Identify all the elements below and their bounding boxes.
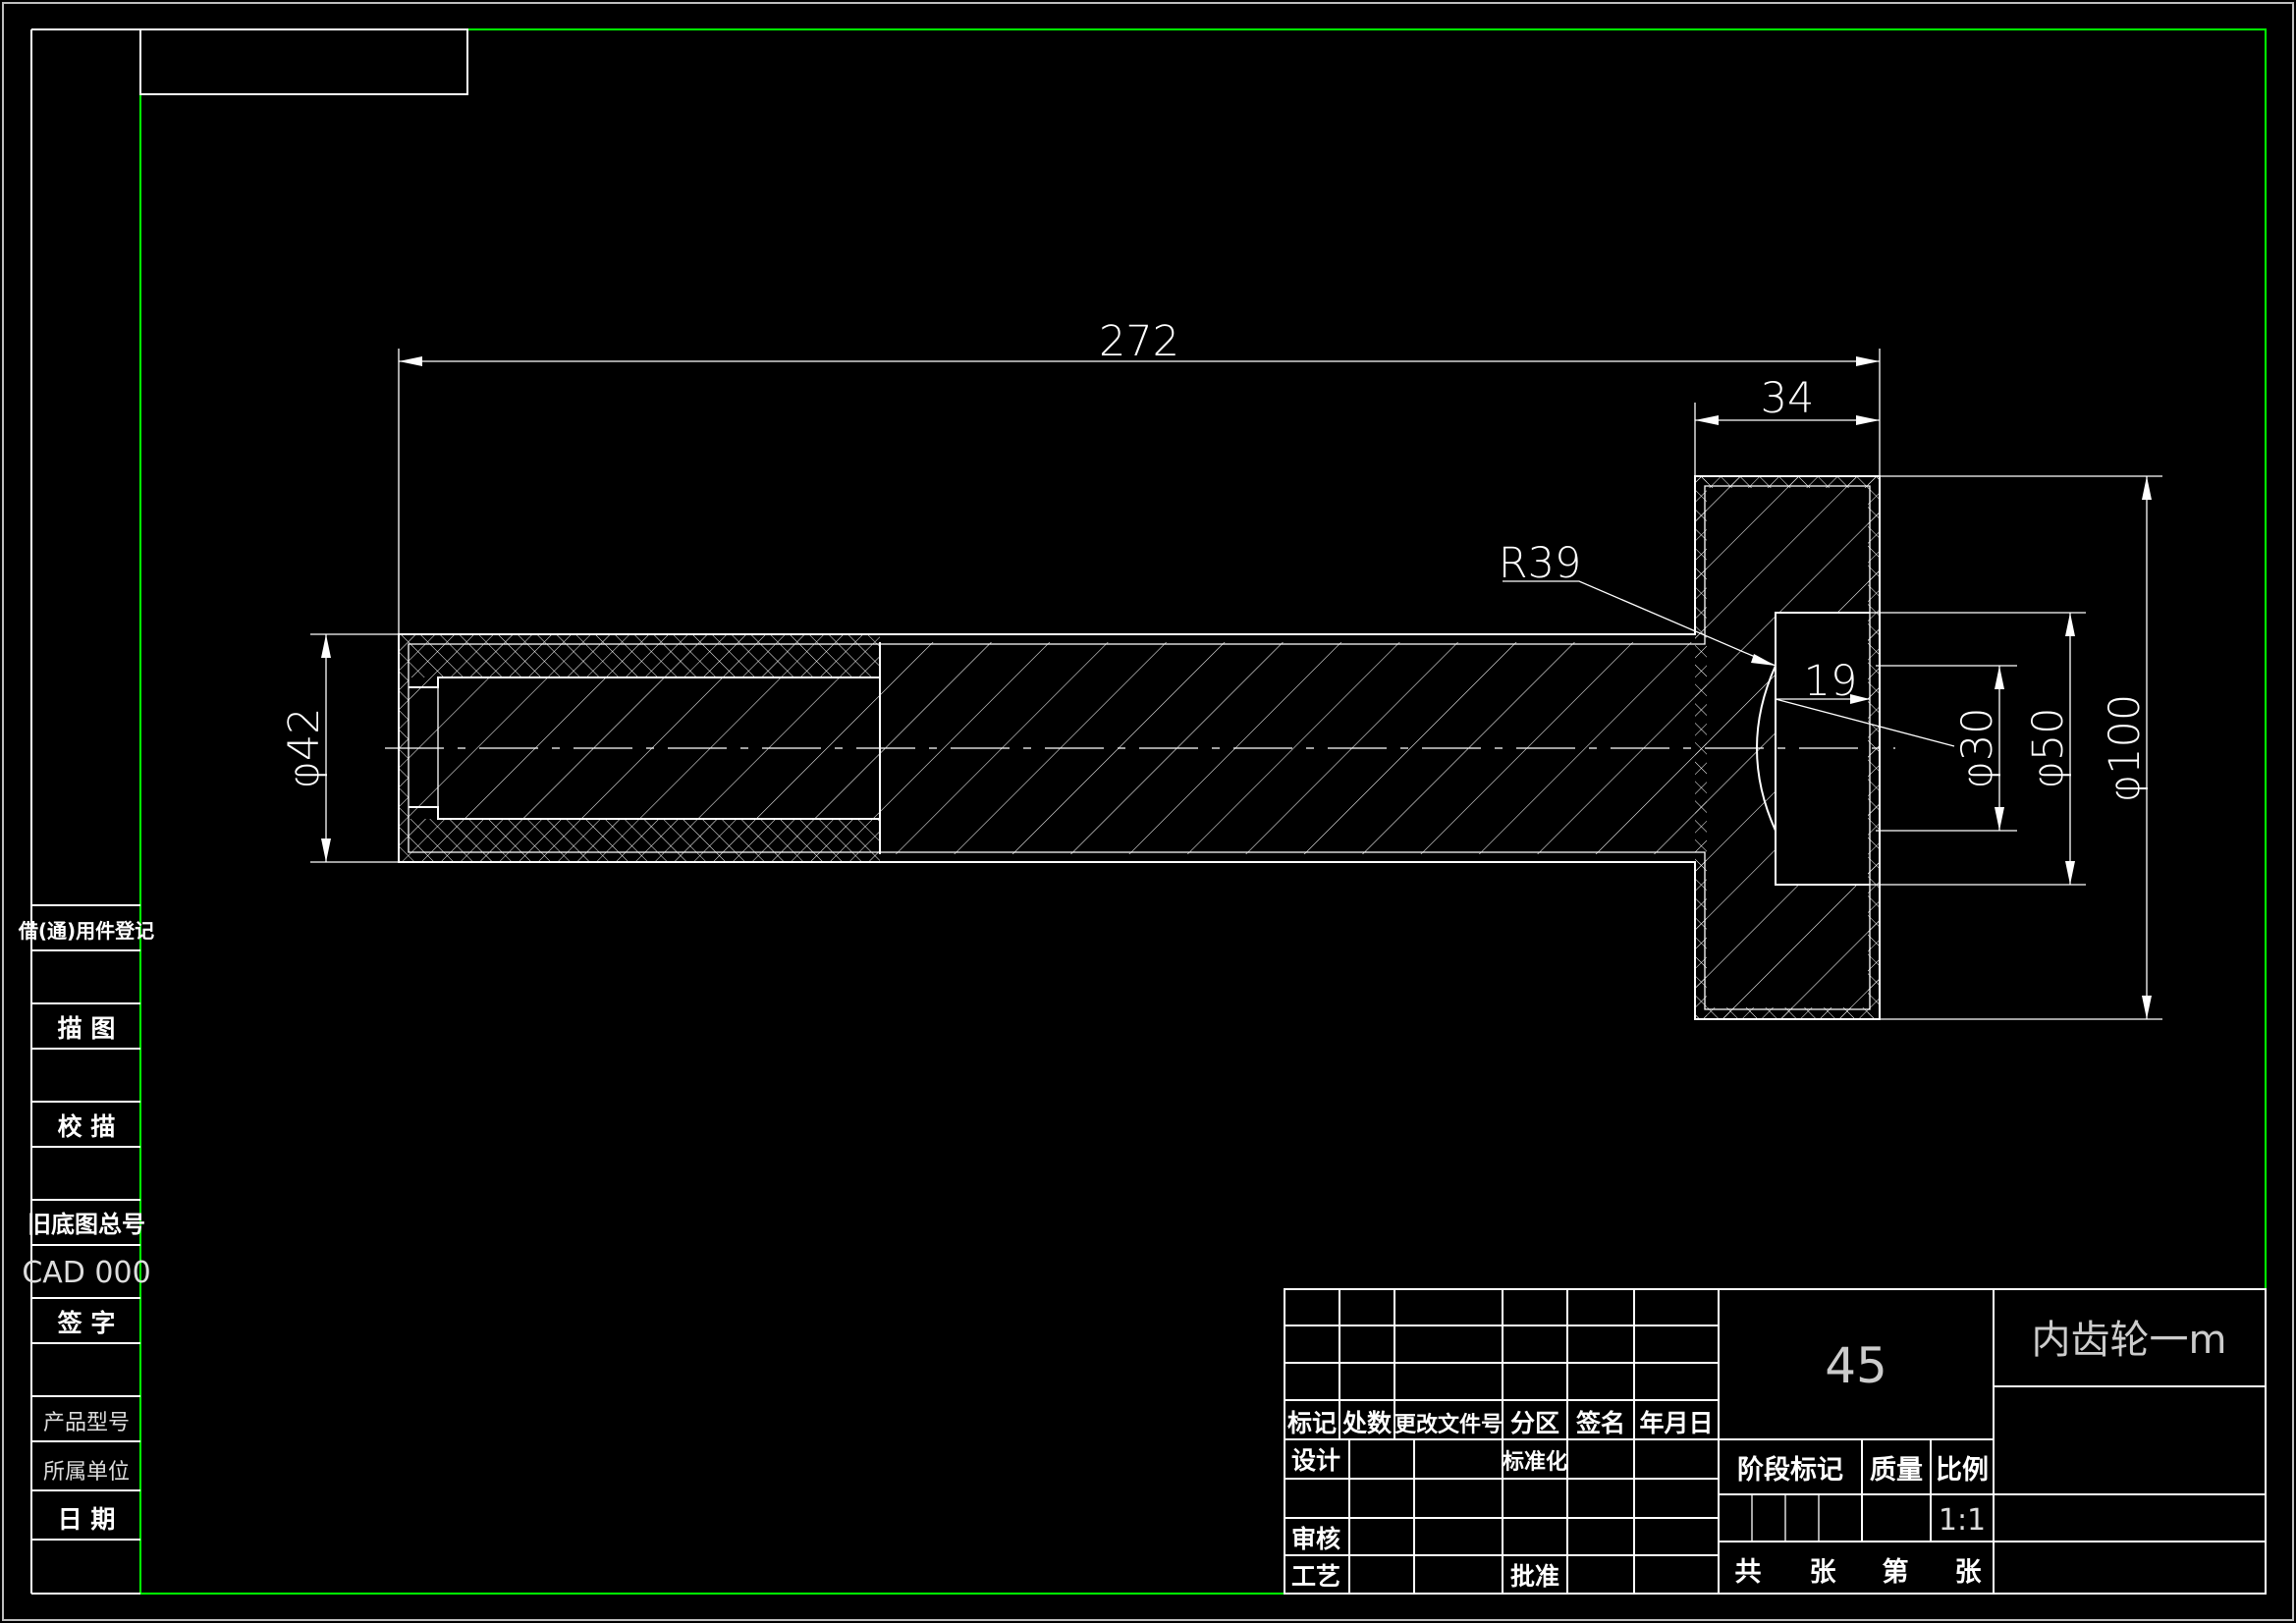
left-strip: 借(通)用件登记 描 图 校 描 旧底图总号 CAD 000 签 字 产品型号 … — [18, 28, 154, 1595]
tb-design-label: 设计 — [1291, 1446, 1340, 1475]
tb-approve-label: 批准 — [1510, 1562, 1559, 1591]
tb-sheet-unit-2: 张 — [1955, 1557, 1983, 1588]
dimensions: 272 34 R39 19 φ42 φ30 — [280, 317, 2162, 1020]
dim-shaft-dia: φ42 — [280, 707, 329, 788]
strip-label-cad: CAD 000 — [22, 1256, 150, 1290]
dim-flange-dia: φ100 — [2101, 694, 2150, 802]
tb-sheet-no: 第 — [1883, 1556, 1909, 1588]
tb-stage-mark: 阶段标记 — [1737, 1455, 1843, 1486]
strip-label-signature: 签 字 — [57, 1309, 116, 1337]
strip-label-unit: 所属单位 — [43, 1460, 130, 1485]
tb-col-sign: 签名 — [1575, 1409, 1625, 1437]
tb-scale-value: 1:1 — [1939, 1503, 1986, 1538]
tb-weight-label: 质量 — [1870, 1455, 1923, 1486]
tb-material: 45 — [1825, 1337, 1887, 1394]
corner-code-box — [139, 28, 468, 95]
drawing-frame — [139, 28, 2267, 1595]
strip-label-borrow: 借(通)用件登记 — [18, 919, 154, 943]
tb-standardize-label: 标准化 — [1503, 1449, 1567, 1475]
strip-label-old-number: 旧底图总号 — [27, 1211, 145, 1238]
strip-label-date: 日 期 — [58, 1505, 116, 1534]
tb-sheets-total: 共 — [1735, 1557, 1762, 1588]
tb-part-name: 内齿轮一m — [2032, 1318, 2227, 1363]
part-inner-wall — [408, 485, 1871, 1010]
dim-total-length: 272 — [1099, 317, 1179, 366]
dim-radius: R39 — [1499, 539, 1582, 588]
recess-outline — [1775, 612, 1870, 886]
dim-recess-depth: 19 — [1804, 657, 1858, 706]
strip-label-product-model: 产品型号 — [43, 1411, 130, 1435]
tb-col-mark: 标记 — [1287, 1409, 1337, 1437]
tb-col-change-doc: 更改文件号 — [1394, 1412, 1503, 1437]
tb-review-label: 审核 — [1291, 1525, 1340, 1553]
dim-inner-dia-large: φ50 — [2024, 707, 2073, 788]
tb-scale-label: 比例 — [1936, 1455, 1989, 1486]
tb-process-label: 工艺 — [1291, 1562, 1340, 1591]
tb-col-zone: 分区 — [1510, 1409, 1559, 1437]
strip-label-trace: 描 图 — [58, 1014, 116, 1043]
dim-flange-width: 34 — [1761, 374, 1815, 423]
strip-label-check-trace: 校 描 — [58, 1112, 116, 1141]
part-section — [385, 475, 1895, 1020]
tb-sheet-unit-1: 张 — [1810, 1557, 1837, 1588]
title-block: 标记 处数 更改文件号 分区 签名 年月日 设计 标准化 审核 工艺 批准 45… — [1284, 1288, 2267, 1595]
tb-col-count: 处数 — [1341, 1409, 1393, 1437]
tb-col-date: 年月日 — [1639, 1409, 1713, 1437]
dim-inner-dia-small: φ30 — [1953, 707, 2002, 788]
bore-outline — [409, 676, 880, 820]
